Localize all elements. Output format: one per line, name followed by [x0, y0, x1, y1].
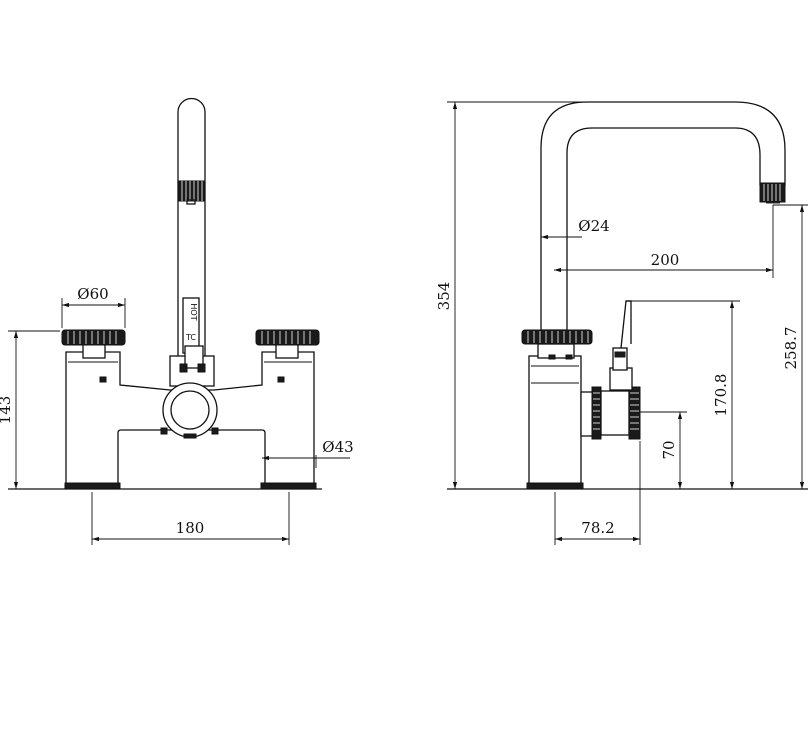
dim-front-height: 143 — [0, 396, 14, 425]
dim-overall-height: 354 — [435, 282, 453, 311]
dim-handle-diameter: Ø60 — [77, 285, 108, 303]
dim-centers: 180 — [176, 519, 205, 537]
side-inlet-nut-right — [628, 386, 641, 440]
hot-label: HOT — [189, 303, 198, 320]
side-lever-base — [609, 367, 633, 391]
dim-spout-reach: 200 — [651, 251, 680, 269]
side-foot — [526, 482, 584, 490]
tc-label: TC — [185, 333, 196, 342]
side-handle — [521, 329, 593, 345]
side-inlet-nut-left — [591, 386, 602, 440]
left-foot — [64, 482, 121, 490]
left-handle-stem — [82, 343, 106, 359]
side-spout-ring — [759, 182, 786, 203]
front-diverter-inner — [170, 390, 210, 430]
front-spout — [177, 97, 206, 361]
right-foot — [260, 482, 317, 490]
front-view: HOT TC — [0, 97, 354, 545]
dim-base-depth: 78.2 — [581, 519, 614, 537]
dim-inlet-height: 70 — [660, 440, 678, 459]
dim-foot-diameter: Ø43 — [322, 438, 353, 456]
side-body — [528, 355, 582, 485]
right-handle-stem — [275, 343, 299, 359]
side-spout — [540, 101, 786, 331]
dim-lever-height: 170.8 — [712, 374, 730, 417]
dim-spout-outlet-height: 258.7 — [782, 327, 800, 370]
right-handle — [255, 329, 320, 346]
side-view: 354 Ø24 200 258.7 170.8 70 78.2 — [435, 101, 808, 545]
side-inlet-body — [600, 390, 630, 436]
dim-spout-diameter: Ø24 — [578, 217, 609, 235]
left-handle — [61, 329, 126, 346]
